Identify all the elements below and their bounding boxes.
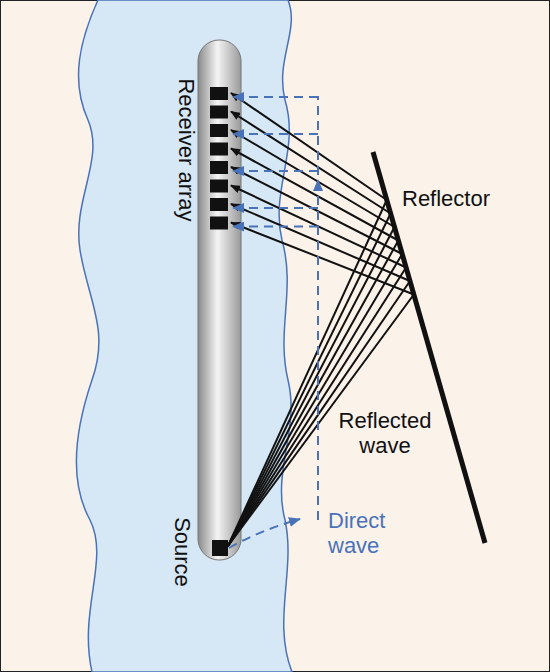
ray xyxy=(231,223,414,295)
source-symbol xyxy=(212,540,228,556)
ray xyxy=(228,241,398,547)
receiver xyxy=(210,143,228,156)
ray xyxy=(231,149,398,241)
ray xyxy=(231,204,410,281)
ray xyxy=(228,254,402,546)
rotated-label: Source xyxy=(169,517,194,587)
receiver xyxy=(210,180,228,193)
receiver xyxy=(210,198,228,211)
ray xyxy=(228,227,394,546)
logging-tool xyxy=(198,40,241,560)
ray xyxy=(231,93,387,200)
receiver-array xyxy=(210,87,228,230)
direct-ray xyxy=(233,170,318,172)
receiver xyxy=(210,161,228,174)
part-label: Reflector xyxy=(402,186,490,211)
direct-ray xyxy=(233,226,318,228)
direct-ray xyxy=(233,133,318,135)
reflected-rays xyxy=(228,93,414,546)
ray xyxy=(228,214,391,547)
part-label: Direct wave xyxy=(328,508,408,559)
borehole xyxy=(76,0,292,672)
receiver xyxy=(210,124,228,137)
direct-ray xyxy=(233,207,318,209)
direct-ray xyxy=(233,96,318,98)
direct-wave-paths xyxy=(229,96,318,548)
receiver xyxy=(210,106,228,119)
receiver xyxy=(210,87,228,100)
receiver xyxy=(210,217,228,230)
part-label: Reflected wave xyxy=(326,408,444,459)
rotated-label: Receiver array xyxy=(173,78,198,221)
